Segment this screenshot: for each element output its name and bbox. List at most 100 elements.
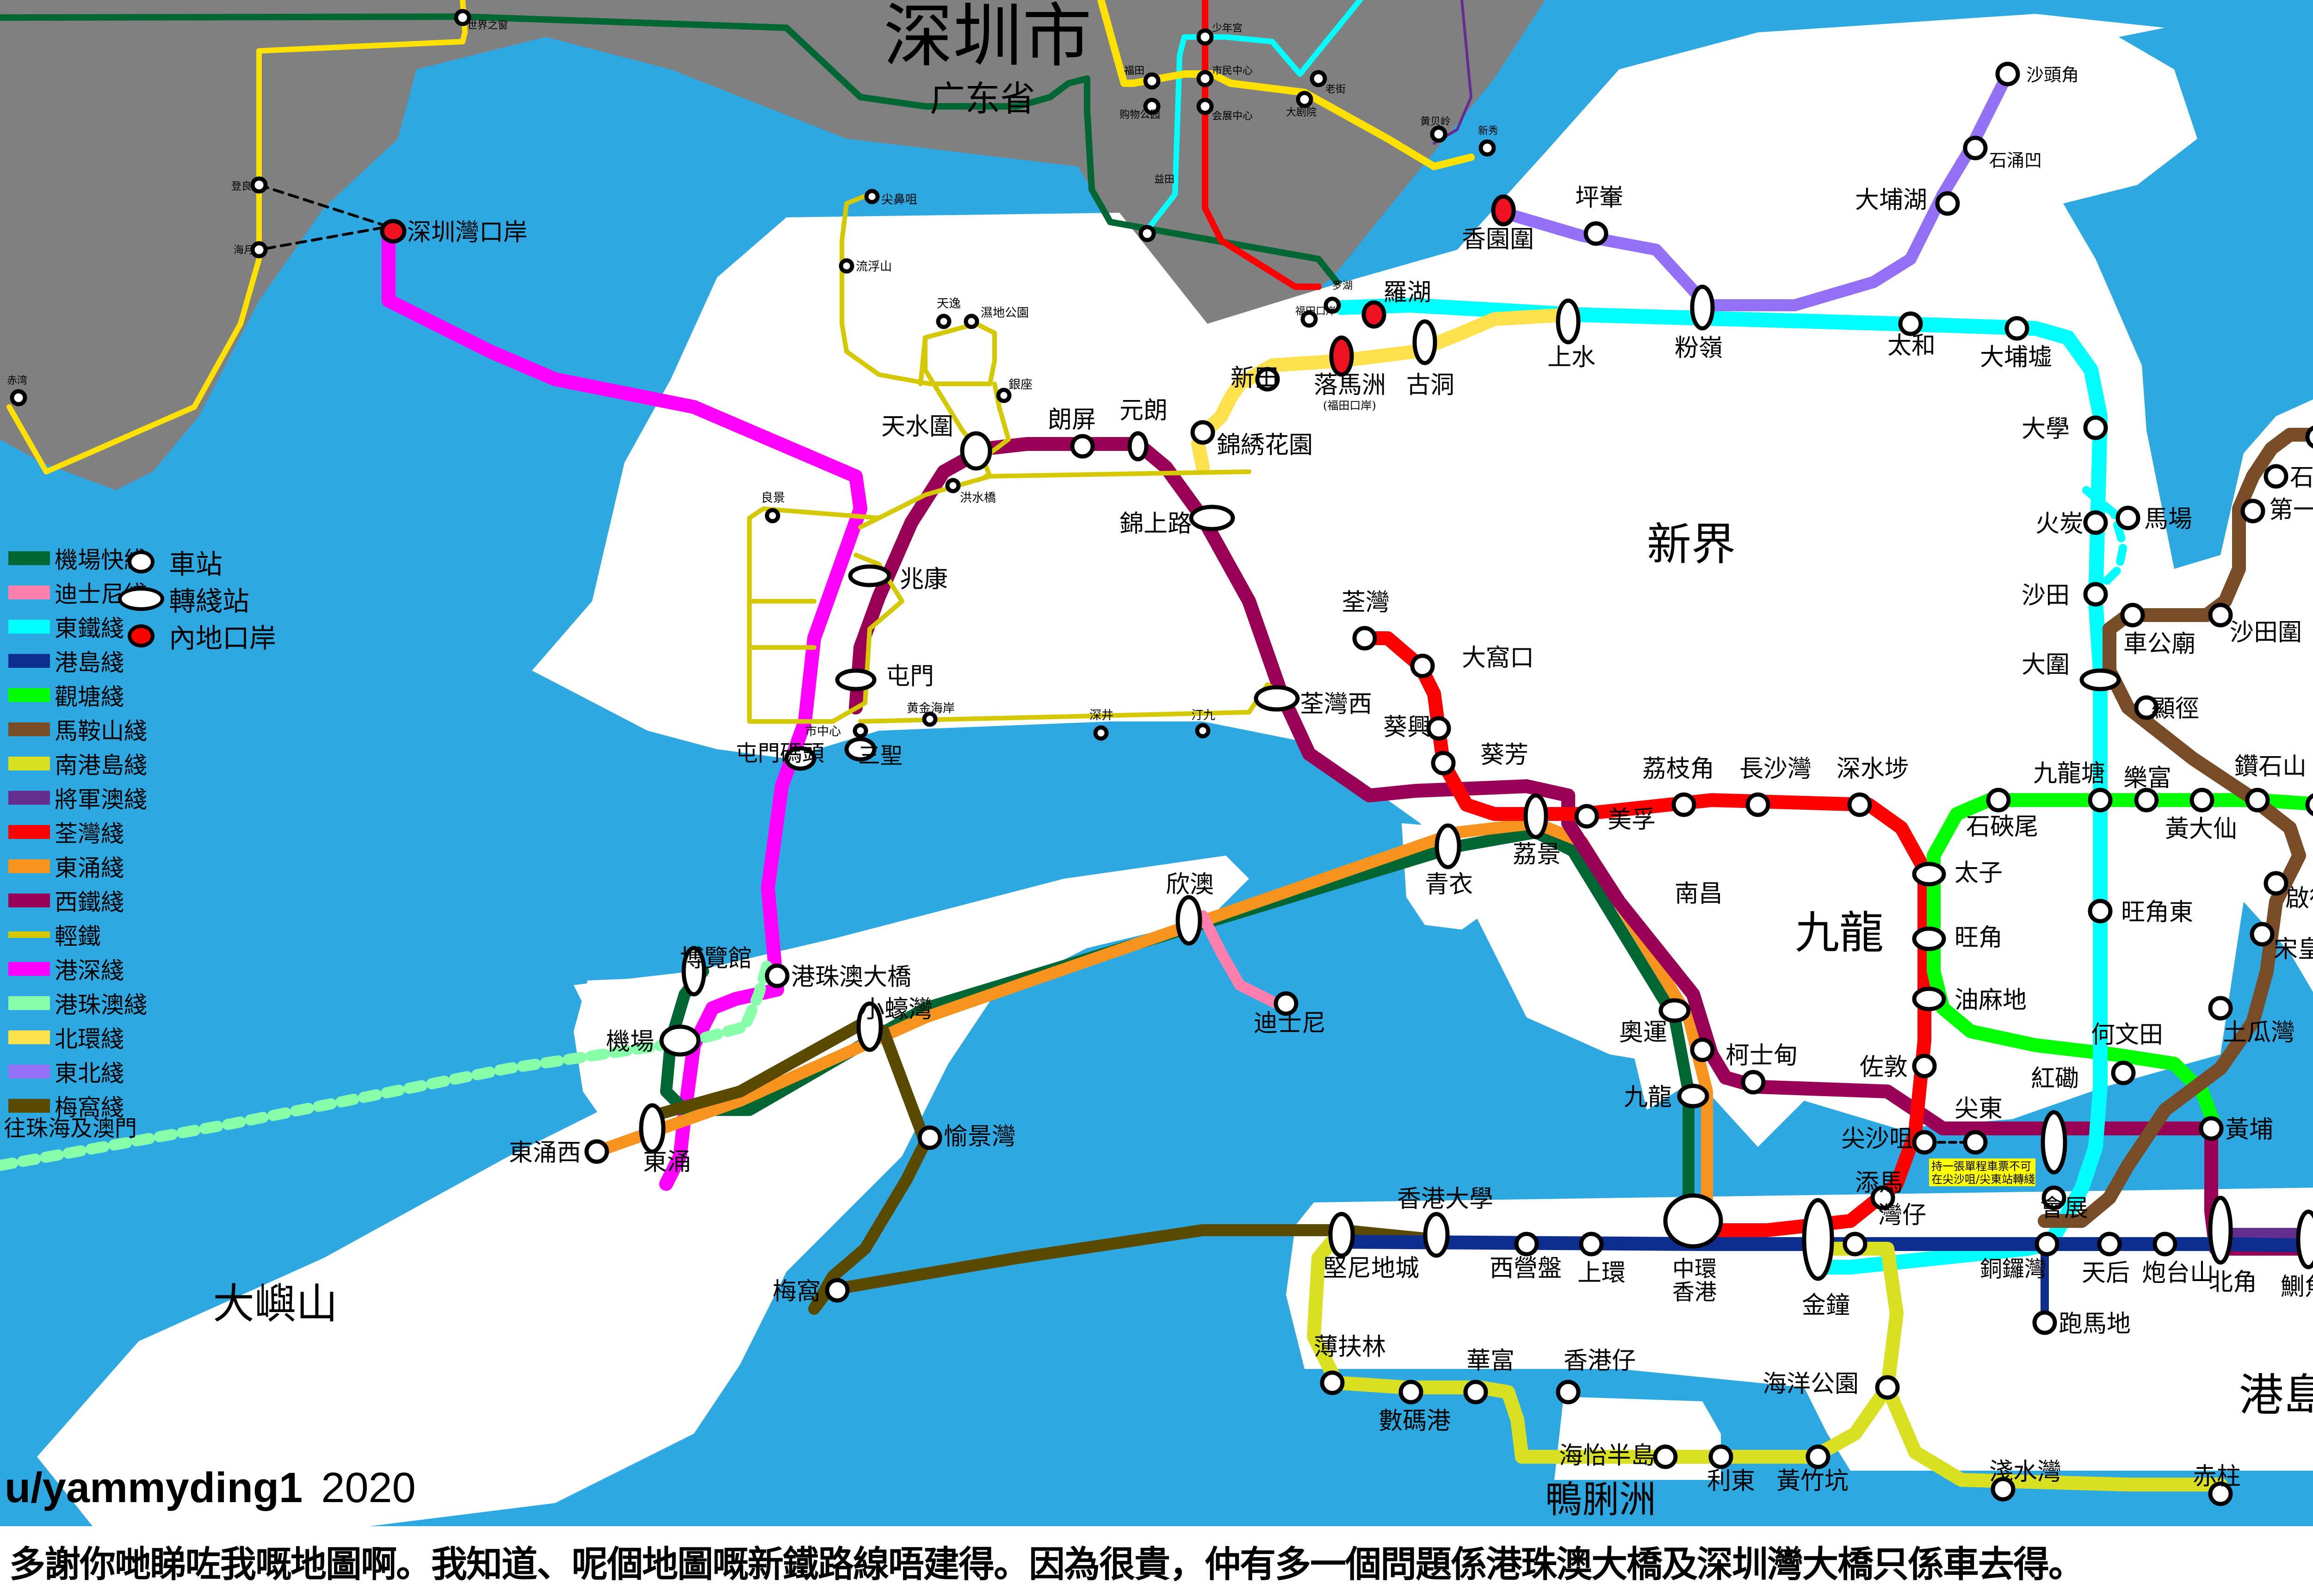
station-exhibition-centre[interactable]	[2041, 1185, 2066, 1210]
station-sham-tseng[interactable]	[1093, 725, 1109, 741]
station-luohu-sz[interactable]	[1323, 296, 1341, 314]
station-long-ping[interactable]	[1070, 434, 1095, 459]
station-kowloon-tong[interactable]	[2088, 788, 2113, 813]
station-tin-shui-wai[interactable]	[960, 431, 992, 471]
station-sunny-bay[interactable]	[1175, 895, 1202, 946]
station-town-centre[interactable]	[853, 723, 868, 739]
station-nam-cheong[interactable]	[1658, 998, 1691, 1023]
station-city-one[interactable]	[2240, 499, 2265, 524]
station-lok-fu[interactable]	[2134, 788, 2159, 813]
station-kai-tak[interactable]	[2264, 871, 2288, 896]
station-yuen-long[interactable]	[1127, 431, 1149, 462]
station-grand-theater[interactable]	[1296, 91, 1313, 108]
station-fo-tan[interactable]	[2083, 510, 2108, 535]
station-tai-po-lake[interactable]	[1935, 191, 1960, 216]
station-laojie[interactable]	[1310, 70, 1327, 87]
station-xinxiu[interactable]	[1478, 139, 1496, 157]
station-cyberport[interactable]	[1398, 1380, 1423, 1405]
station-pok-fu-lam[interactable]	[1320, 1370, 1345, 1395]
station-kam-sheung-garden[interactable]	[1190, 420, 1215, 445]
station-hung-hom[interactable]	[2041, 1110, 2067, 1175]
station-tung-chung-west[interactable]	[584, 1139, 609, 1164]
station-yitian[interactable]	[1138, 225, 1156, 242]
station-shek-kip-mei[interactable]	[1986, 788, 2011, 813]
station-tamar[interactable]	[1870, 1185, 1895, 1210]
station-discovery-bay[interactable]	[917, 1125, 942, 1150]
station-disneyland[interactable]	[1274, 991, 1299, 1016]
station-tsuen-wan[interactable]	[1352, 626, 1377, 651]
station-fanling[interactable]	[1690, 284, 1715, 331]
station-siu-ho-wan[interactable]	[856, 1001, 883, 1052]
station-kwai-hing[interactable]	[1426, 716, 1451, 741]
station-ping-che[interactable]	[1583, 221, 1608, 246]
station-prince-edward[interactable]	[1912, 862, 1946, 887]
station-ocean-park[interactable]	[1875, 1375, 1900, 1400]
station-sha-tau-kok[interactable]	[1995, 62, 2020, 86]
station-university[interactable]	[2083, 415, 2108, 440]
station-lai-chi-kok[interactable]	[1671, 792, 1696, 817]
station-racecourse[interactable]	[2115, 505, 2140, 530]
station-tai-wo-hau[interactable]	[1410, 653, 1435, 678]
station-tai-wai[interactable]	[2079, 668, 2121, 691]
station-tuen-mun[interactable]	[835, 668, 877, 691]
station-lai-king[interactable]	[1523, 793, 1548, 839]
station-stanley[interactable]	[2208, 1481, 2233, 1506]
station-sha-tin[interactable]	[2083, 582, 2108, 607]
station-mei-foo[interactable]	[1574, 804, 1599, 829]
station-hku[interactable]	[1423, 1212, 1450, 1258]
station-sam-shing[interactable]	[844, 737, 877, 762]
station-civic-center[interactable]	[1196, 70, 1214, 87]
station-airport[interactable]	[659, 1024, 701, 1057]
station-sheung-wan[interactable]	[1579, 1232, 1604, 1257]
station-sha-tin-wai[interactable]	[2208, 603, 2233, 628]
station-kowloon[interactable]	[1677, 1084, 1709, 1109]
station-olympic[interactable]	[1690, 1037, 1715, 1062]
station-che-kung-temple[interactable]	[2120, 603, 2145, 628]
station-hzmb[interactable]	[765, 963, 790, 988]
station-quarry-bay[interactable]	[2296, 1209, 2313, 1269]
station-sung-wong-toi[interactable]	[2250, 922, 2275, 947]
station-tai-shui-hang[interactable]	[2305, 425, 2313, 449]
station-wetland-park[interactable]	[964, 314, 979, 329]
station-lok-ma-chau[interactable]	[1329, 335, 1354, 377]
station-lo-wu[interactable]	[1361, 300, 1386, 329]
station-convention-center[interactable]	[1196, 98, 1214, 115]
station-tsuen-wan-west[interactable]	[1254, 685, 1300, 712]
station-childrens-palace[interactable]	[1196, 28, 1214, 46]
station-window-of-the-world[interactable]	[454, 9, 471, 26]
station-shek-chung-au[interactable]	[1963, 136, 1988, 160]
station-jordan[interactable]	[1912, 1054, 1937, 1078]
station-lei-tung[interactable]	[1708, 1444, 1733, 1469]
station-happy-valley[interactable]	[2032, 1310, 2057, 1335]
station-tai-wo[interactable]	[1898, 311, 1923, 336]
station-sheung-shui[interactable]	[1556, 298, 1581, 345]
station-san-tin[interactable]	[1255, 367, 1280, 392]
station-heung-yuen-wai[interactable]	[1491, 194, 1516, 227]
station-futian[interactable]	[1143, 72, 1161, 90]
station-whampoa[interactable]	[2199, 1116, 2224, 1141]
station-ting-kau[interactable]	[1195, 723, 1211, 739]
station-wong-tai-sin[interactable]	[2189, 788, 2214, 813]
station-mong-kok-east[interactable]	[2088, 899, 2113, 924]
station-chiwan[interactable]	[10, 389, 27, 407]
station-siu-hong[interactable]	[848, 564, 891, 587]
station-tsim-bei-tsui[interactable]	[864, 189, 880, 204]
station-kennedy-town[interactable]	[1328, 1212, 1355, 1258]
station-dengliang[interactable]	[250, 176, 268, 194]
station-to-kwa-wan[interactable]	[2208, 996, 2233, 1021]
station-ginza[interactable]	[996, 388, 1012, 403]
station-east-tsim-sha-tsui[interactable]	[1963, 1130, 1988, 1155]
station-ho-man-tin[interactable]	[2111, 1060, 2136, 1085]
station-tsing-yi[interactable]	[1435, 823, 1461, 869]
station-asia-world-expo[interactable]	[681, 946, 706, 997]
station-aberdeen[interactable]	[1556, 1380, 1581, 1405]
station-haiyue[interactable]	[250, 241, 268, 259]
station-kwu-tung[interactable]	[1412, 319, 1437, 365]
station-tuen-mun-pier[interactable]	[784, 746, 816, 771]
station-admiralty[interactable]	[1802, 1198, 1834, 1281]
station-yau-ma-tei[interactable]	[1912, 986, 1946, 1011]
station-wan-chai[interactable]	[1843, 1232, 1868, 1257]
station-south-horizons[interactable]	[1653, 1444, 1678, 1469]
station-diamond-hill[interactable]	[2245, 788, 2270, 813]
station-gold-coast[interactable]	[922, 711, 938, 727]
